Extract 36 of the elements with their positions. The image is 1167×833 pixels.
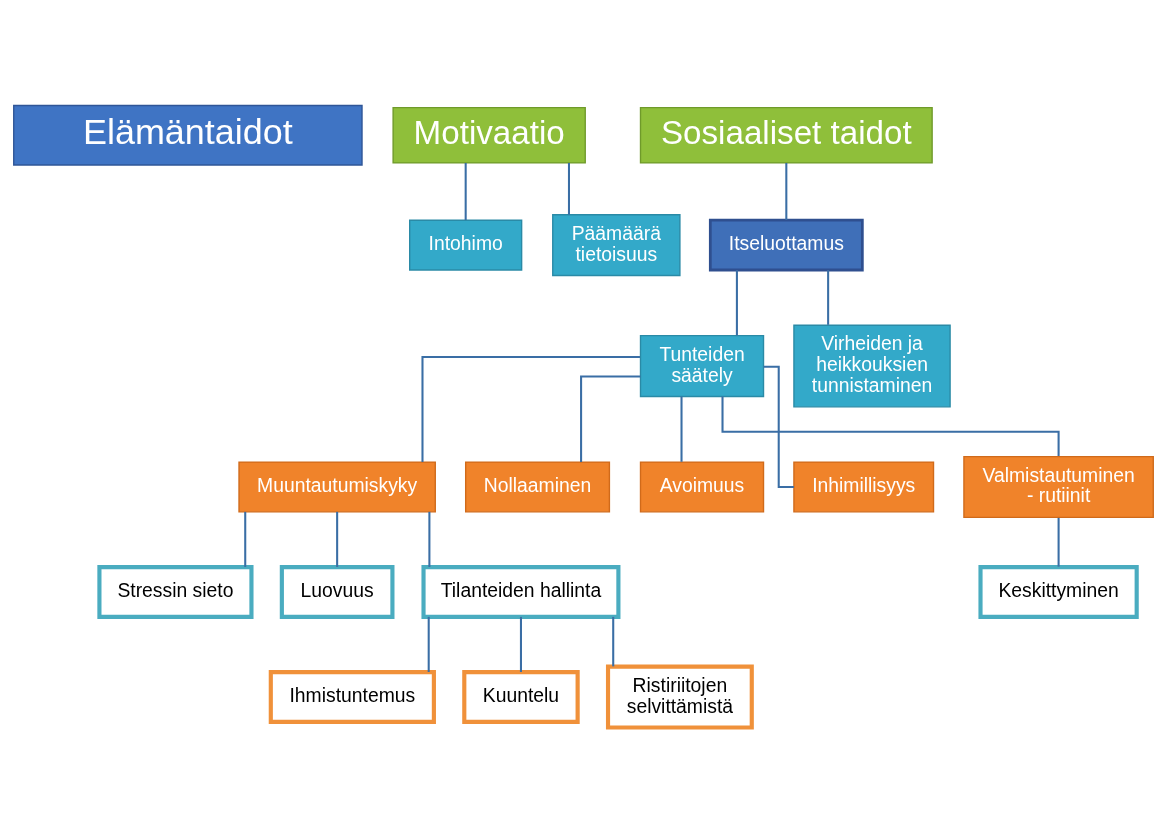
connector [567, 162, 571, 215]
node-box: Keskittyminen [978, 565, 1139, 619]
node-box: Inhimillisyys [793, 461, 935, 513]
node-box: Muuntautumiskyky [238, 461, 436, 513]
node-box: Stressin sieto [97, 565, 254, 619]
node-box: Valmistautuminen - rutiinit [963, 455, 1154, 519]
connector [721, 396, 1060, 457]
connector [680, 396, 683, 462]
connector [421, 356, 640, 462]
connector [336, 511, 339, 567]
connector [427, 616, 430, 672]
connector [1057, 517, 1060, 567]
connector [428, 511, 431, 567]
node-box: Ihmistuntemus [268, 670, 436, 724]
node-box: Päämäärä tietoisuus [552, 214, 681, 277]
connector [580, 375, 641, 462]
node-box: Intohimo [409, 219, 523, 271]
connector [785, 162, 788, 221]
node-box: Nollaaminen [465, 461, 611, 513]
node-box: Luovuus [279, 565, 395, 619]
node-box: Tunteiden säätely [639, 334, 765, 398]
node-box: Tilanteiden hallinta [421, 565, 621, 619]
node-box: Avoimuus [639, 461, 765, 513]
connector [735, 270, 738, 336]
connector [827, 270, 830, 325]
node-box: Virheiden ja heikkouksien tunnistaminen [793, 324, 951, 408]
node-box: Sosiaaliset taidot [639, 106, 933, 164]
connector [244, 511, 247, 567]
node-box: Itseluottamus [708, 218, 864, 272]
connector [464, 162, 467, 221]
node-box: Elämäntaidot [13, 104, 363, 166]
node-box: Kuuntelu [462, 670, 580, 724]
node-box: Ristiriitojen selvittämistä [605, 664, 754, 730]
connector [519, 616, 522, 672]
connector [612, 616, 615, 667]
node-box: Motivaatio [392, 106, 586, 164]
